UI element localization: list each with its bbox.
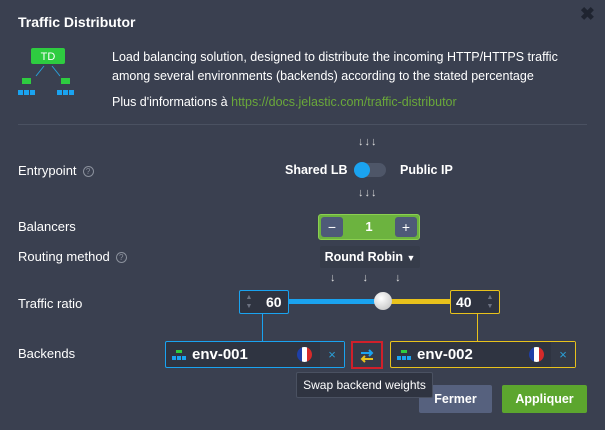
swap-tooltip: Swap backend weights <box>296 372 433 398</box>
slider-track-left <box>289 299 383 304</box>
spinner-icon: ▲▼ <box>486 294 494 310</box>
help-icon[interactable]: ? <box>82 166 94 178</box>
flow-arrows: ↓↓↓ <box>358 136 378 148</box>
increment-button[interactable]: + <box>395 217 417 237</box>
apply-button[interactable]: Appliquer <box>502 385 587 413</box>
backend-env-001[interactable]: env-001 × <box>165 341 345 368</box>
remove-backend-button[interactable]: × <box>320 342 344 367</box>
backends-label: Backends <box>18 346 76 361</box>
swap-icon <box>360 349 374 363</box>
left-weight-input[interactable]: ▲▼60 <box>239 290 289 314</box>
flow-arrows: ↓ ↓ ↓ <box>330 272 402 284</box>
help-icon[interactable]: ? <box>115 252 127 264</box>
environment-icon <box>397 350 411 360</box>
svg-text:TD: TD <box>41 51 56 63</box>
dialog-title: Traffic Distributor <box>18 14 136 30</box>
france-flag-icon <box>297 347 312 362</box>
connector <box>262 314 263 341</box>
france-flag-icon <box>529 347 544 362</box>
flow-arrows: ↓↓↓ <box>358 187 378 199</box>
cancel-button[interactable]: Fermer <box>419 385 492 413</box>
traffic-distributor-logo: TD <box>18 48 74 95</box>
chevron-down-icon: ▼ <box>406 253 416 263</box>
connector <box>477 314 478 341</box>
entrypoint-toggle[interactable] <box>354 162 386 178</box>
decrement-button[interactable]: − <box>321 217 343 237</box>
traffic-slider-handle[interactable] <box>374 292 392 310</box>
swap-backends-button[interactable] <box>351 341 383 369</box>
right-weight-input[interactable]: 40▲▼ <box>450 290 500 314</box>
more-info: Plus d'informations à https://docs.jelas… <box>112 95 457 109</box>
docs-link[interactable]: https://docs.jelastic.com/traffic-distri… <box>231 95 457 109</box>
backend-env-002[interactable]: env-002 × <box>390 341 576 368</box>
spinner-icon: ▲▼ <box>245 294 253 310</box>
public-ip-label: Public IP <box>400 163 453 177</box>
balancers-label: Balancers <box>18 219 76 234</box>
balancers-stepper[interactable]: − 1 + <box>318 214 420 240</box>
environment-icon <box>172 350 186 360</box>
routing-select[interactable]: Round Robin ▼ <box>320 246 420 268</box>
description: Load balancing solution, designed to dis… <box>112 50 558 83</box>
entrypoint-label: Entrypoint? <box>18 163 94 178</box>
slider-track-right <box>383 299 450 304</box>
close-icon[interactable]: ✖ <box>579 4 595 24</box>
routing-label: Routing method? <box>18 249 127 264</box>
divider <box>18 124 587 125</box>
remove-backend-button[interactable]: × <box>551 342 575 367</box>
traffic-ratio-label: Traffic ratio <box>18 296 83 311</box>
shared-lb-label: Shared LB <box>285 163 348 177</box>
balancers-value[interactable]: 1 <box>365 219 373 234</box>
